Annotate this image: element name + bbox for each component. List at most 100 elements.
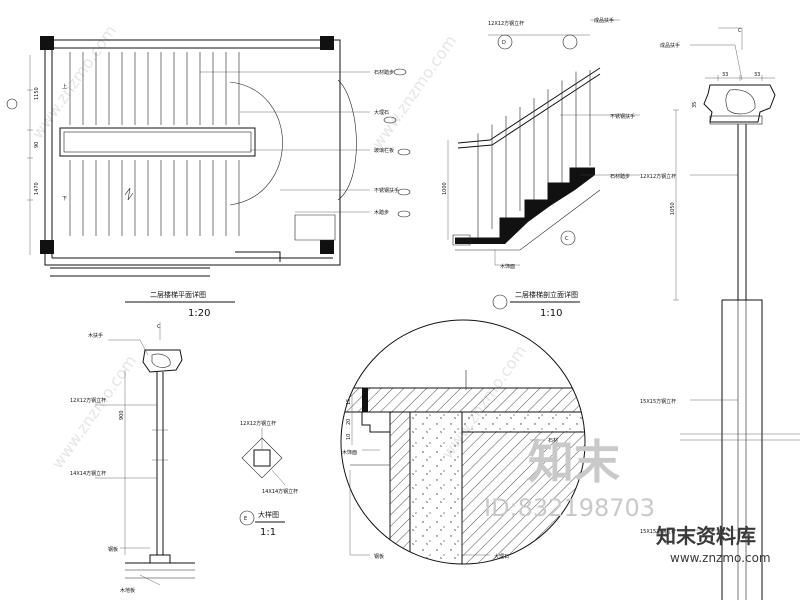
plan-inner-wall (51, 47, 333, 259)
column-tl (40, 36, 54, 50)
detail-view: 12X12方钢立杆 14X14方钢立杆 E 大样图 1:1 (239, 420, 298, 538)
node-dim-1: 900 (119, 410, 125, 420)
wm-diag-3: www.znzmo.com (48, 351, 141, 472)
node-view: C 木扶手 900 12X12方钢立杆 14X14方钢立杆 钢板 木地板 (70, 322, 195, 594)
plan-dim-3: 1470 (34, 182, 40, 195)
enlarged-dim-0: 15 (346, 399, 352, 405)
node-handrail (142, 349, 183, 373)
plan-callout-2: 大理石 (374, 109, 389, 116)
elev-dim-0: 35 (692, 102, 698, 108)
section-marker-c-label: C (565, 236, 569, 242)
node-callout-leader-0 (108, 339, 149, 356)
section-landing (452, 234, 471, 246)
elev-break-1 (680, 433, 800, 441)
plan-callout-3: 玻璃栏板 (374, 147, 394, 154)
plan-callouts: 石材踏步 大理石 玻璃栏板 不锈钢扶手 木踏步 (200, 68, 411, 218)
node-handrail-inner (151, 353, 171, 368)
section-title-marker (492, 294, 508, 310)
plan-marker-down: 下 (62, 196, 67, 202)
section-handrail-lower (457, 73, 601, 149)
detail-title-marker (239, 510, 255, 526)
elev-callout-leader-1 (690, 44, 743, 81)
plan-center-divider (59, 127, 256, 157)
column-br (320, 240, 334, 254)
elev-callout-2: 12X12方钢立杆 (640, 173, 676, 180)
enlarged-view: 15 20 10 石材 钢板 大理石 木饰面 (340, 319, 586, 565)
section-slab-underside (455, 189, 601, 251)
section-stair-slab (455, 168, 595, 244)
lower-flight-treads (69, 160, 240, 236)
section-dim-1: 1000 (442, 182, 448, 195)
elev-post-core (737, 300, 747, 600)
node-callout-2: 14X14方钢立杆 (70, 470, 106, 477)
plan-callout-5: 木踏步 (374, 209, 389, 216)
detail-square (253, 449, 271, 467)
elev-marker-leader (718, 27, 743, 50)
elev-dim-2: 33 (754, 72, 760, 78)
plan-title: 二层楼梯平面详图 (150, 290, 206, 299)
node-base (149, 554, 171, 564)
section-marker-d2 (562, 34, 578, 50)
plan-dim-2: 90 (34, 142, 40, 148)
elev-post (737, 124, 747, 300)
section-handrail (457, 67, 601, 144)
enlarged-leader-2 (349, 470, 370, 556)
section-title: 二层楼梯剖立面详图 (515, 290, 578, 299)
enlarged-dim-1: 20 (346, 419, 352, 425)
section-marker-d (497, 34, 513, 50)
watermark-brand: 知末资料库 (656, 524, 756, 548)
node-callout-1: 12X12方钢立杆 (70, 397, 106, 404)
node-post-mid (152, 429, 168, 461)
elev-marker: C (738, 28, 742, 34)
detail-callout-1: 12X12方钢立杆 (240, 420, 276, 427)
detail-callout-2: 14X14方钢立杆 (262, 488, 298, 495)
section-scale: 1:10 (540, 308, 562, 319)
enlarged-vertical-concrete (409, 411, 463, 564)
watermark-url: www.znzmo.com (670, 551, 771, 565)
enlarged-dim-2: 10 (346, 434, 352, 440)
elev-handrail-base (709, 115, 763, 125)
section-view: 12X12方钢立杆 D 1000 不锈钢扶手 石材踏步 成品扶手 木饰面 C 二… (442, 17, 640, 319)
plan-break-line (124, 187, 134, 201)
elev-handrail-inner (725, 89, 756, 115)
enlarged-nosing-strip (362, 388, 368, 412)
enlarged-callout-2: 钢板 (374, 553, 384, 560)
plan-callout-bubble-3 (397, 148, 411, 156)
enlarged-nosing (361, 411, 391, 433)
plan-bottom-wall (50, 251, 281, 277)
plan-marker-up: 上 (62, 83, 67, 90)
elev-handrail-profile (703, 84, 776, 123)
brand-watermarks: 知末 ID:832198703 知末资料库 www.znzmo.com (484, 435, 771, 565)
watermark-cn: 知末 (528, 435, 620, 489)
elev-post-lower (721, 299, 763, 600)
plan-callout-bubble-2 (383, 116, 397, 124)
section-callout-1: 不锈钢扶手 (610, 113, 635, 120)
watermark-id: ID:832198703 (484, 494, 655, 522)
plan-dim-1: 1150 (34, 87, 40, 100)
section-callout-0: 12X12方钢立杆 (488, 20, 524, 27)
node-floor-hatch (125, 569, 195, 579)
elev-dim-vertical (673, 109, 679, 301)
plan-view: 上 下 1150 90 1470 石材踏步 大理石 玻璃栏板 不锈钢扶手 木踏步 (6, 36, 411, 319)
node-callout-0: 木扶手 (88, 332, 103, 339)
enlarged-callout-4: 木饰面 (342, 449, 357, 456)
section-marker-c (560, 230, 576, 246)
plan-callout-1: 石材踏步 (374, 69, 394, 76)
elev-callout-3: 15X15方钢立杆 (640, 398, 676, 405)
enlarged-callout-3: 大理石 (494, 553, 509, 560)
enlarged-left-fill (350, 464, 391, 564)
plan-bay-window (337, 79, 357, 201)
plan-callout-4: 不锈钢扶手 (374, 187, 399, 194)
elev-callout-4: 15X15方钢立杆 (640, 528, 676, 535)
column-bl (40, 240, 54, 254)
wm-diag-2: www.znzmo.com (368, 31, 461, 152)
section-marker-d-label: D (502, 40, 506, 46)
plan-callout-bubble-4 (397, 188, 411, 196)
elevation-view: C 成品扶手 33 33 35 1050 12X12方钢立杆 15X15方钢立杆… (640, 27, 800, 600)
section-callout-2: 石材踏步 (610, 173, 630, 180)
node-callout-leader-4 (139, 574, 161, 586)
detail-title-marker-label: E (244, 516, 247, 522)
elev-dim-1: 33 (722, 72, 728, 78)
enlarged-vertical-hatch (389, 411, 411, 564)
section-callout-3: 成品扶手 (594, 17, 614, 24)
